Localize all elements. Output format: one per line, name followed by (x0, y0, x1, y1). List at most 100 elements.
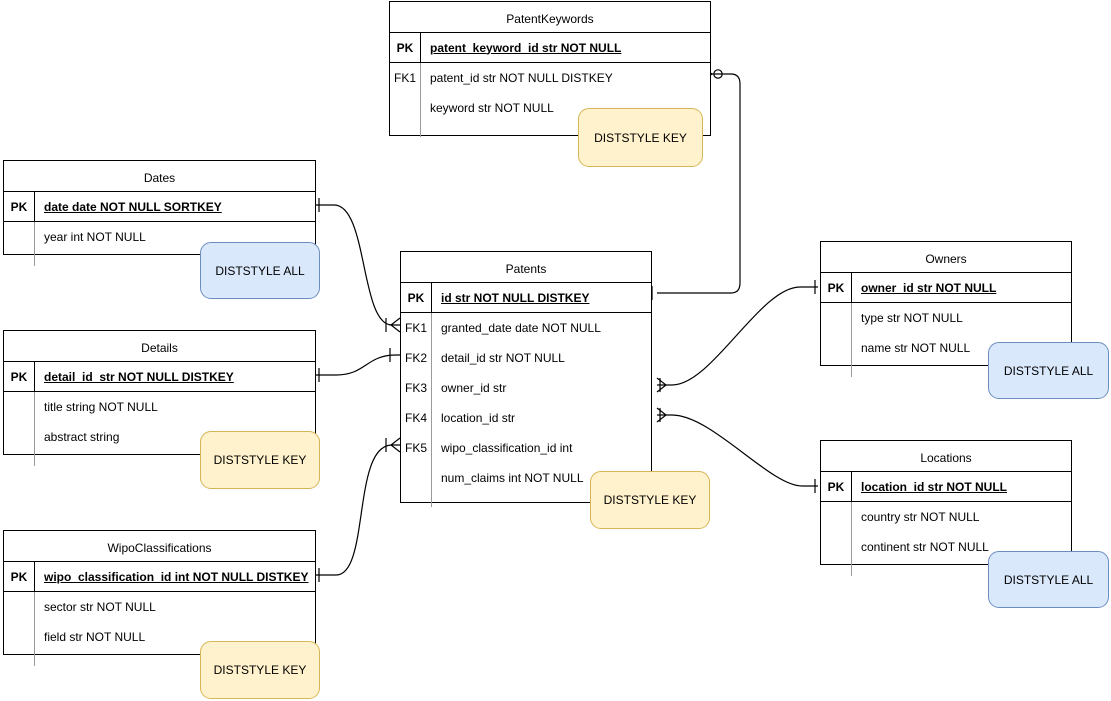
key-label: PK (4, 362, 35, 391)
entity-dates[interactable]: Dates PK date date NOT NULL SORTKEY year… (3, 160, 316, 266)
attribute-name: wipo_classification_id int (441, 441, 573, 455)
key-label: FK1 (401, 313, 432, 343)
table-row-spacer (821, 562, 1071, 576)
attribute-name: sector str NOT NULL (44, 600, 156, 614)
table-row: country str NOT NULL (821, 502, 1071, 532)
attribute-name: patent_id str NOT NULL DISTKEY (430, 71, 613, 85)
key-label (4, 222, 35, 252)
entity-wipoclassifications[interactable]: WipoClassifications PK wipo_classificati… (3, 530, 316, 666)
entity-title-patentkeywords: PatentKeywords (390, 2, 710, 33)
table-row-spacer (390, 123, 710, 137)
key-label (821, 532, 852, 562)
entity-title-dates: Dates (4, 161, 315, 192)
attribute-name: type str NOT NULL (861, 311, 963, 325)
key-column-rule (821, 363, 852, 377)
table-row: continent str NOT NULL (821, 532, 1071, 562)
table-row-spacer (821, 363, 1071, 377)
key-label: FK2 (401, 343, 432, 373)
attribute-name: country str NOT NULL (861, 510, 980, 524)
table-row: PK detail_id str NOT NULL DISTKEY (4, 362, 315, 392)
key-label (821, 333, 852, 363)
entity-title-locations: Locations (821, 441, 1071, 472)
table-row: name str NOT NULL (821, 333, 1071, 363)
key-label (4, 622, 35, 652)
badge-diststyle-patentkeywords: DISTSTYLE KEY (578, 108, 703, 167)
table-row: field str NOT NULL (4, 622, 315, 652)
entity-title-details: Details (4, 331, 315, 362)
table-row: keyword str NOT NULL (390, 93, 710, 123)
key-label: PK (821, 472, 852, 501)
table-row: PK owner_id str NOT NULL (821, 273, 1071, 303)
key-label: PK (390, 33, 421, 62)
attribute-name: owner_id str NOT NULL (861, 280, 997, 295)
attribute-name: granted_date date NOT NULL (441, 321, 601, 335)
table-row: PK id str NOT NULL DISTKEY (401, 283, 651, 313)
key-label: PK (401, 283, 432, 312)
key-label (821, 303, 852, 333)
key-column-rule (4, 452, 35, 466)
table-row: FK1 granted_date date NOT NULL (401, 313, 651, 343)
entity-patents[interactable]: Patents PK id str NOT NULL DISTKEY FK1 g… (400, 251, 652, 507)
entity-title-wipoclassifications: WipoClassifications (4, 531, 315, 562)
attribute-name: date date NOT NULL SORTKEY (44, 199, 222, 214)
key-column-rule (4, 652, 35, 666)
key-label: FK4 (401, 403, 432, 433)
table-row: PK patent_keyword_id str NOT NULL (390, 33, 710, 63)
link-wipoclassifications-to-patents (316, 437, 401, 582)
table-row: FK3 owner_id str (401, 373, 651, 403)
table-row: abstract string (4, 422, 315, 452)
entity-title-owners: Owners (821, 242, 1071, 273)
key-label (401, 463, 432, 493)
link-details-to-patents (316, 348, 400, 382)
attribute-name: owner_id str (441, 381, 507, 395)
table-row: PK wipo_classification_id int NOT NULL D… (4, 562, 315, 592)
attribute-name: abstract string (44, 430, 120, 444)
table-row-spacer (4, 252, 315, 266)
key-label: PK (4, 562, 35, 591)
key-column-rule (401, 493, 432, 507)
key-label: FK5 (401, 433, 432, 463)
table-row: PK location_id str NOT NULL (821, 472, 1071, 502)
attribute-name: keyword str NOT NULL (430, 101, 554, 115)
table-row: type str NOT NULL (821, 303, 1071, 333)
attribute-name: location_id str NOT NULL (861, 479, 1008, 494)
key-label (821, 502, 852, 532)
table-row: FK2 detail_id str NOT NULL (401, 343, 651, 373)
table-row-spacer (4, 452, 315, 466)
entity-locations[interactable]: Locations PK location_id str NOT NULL co… (820, 440, 1072, 576)
link-dates-to-patents (316, 198, 401, 333)
badge-diststyle-patents: DISTSTYLE KEY (590, 471, 710, 529)
attribute-name: id str NOT NULL DISTKEY (441, 290, 590, 305)
attribute-name: detail_id str NOT NULL (441, 351, 565, 365)
key-column-rule (4, 252, 35, 266)
attribute-name: field str NOT NULL (44, 630, 146, 644)
table-row: sector str NOT NULL (4, 592, 315, 622)
key-label (4, 592, 35, 622)
entity-details[interactable]: Details PK detail_id str NOT NULL DISTKE… (3, 330, 316, 466)
key-label: PK (821, 273, 852, 302)
table-row: num_claims int NOT NULL (401, 463, 651, 493)
table-row: title string NOT NULL (4, 392, 315, 422)
table-row: year int NOT NULL (4, 222, 315, 252)
key-label: FK3 (401, 373, 432, 403)
attribute-name: year int NOT NULL (44, 230, 146, 244)
key-label: PK (4, 192, 35, 221)
table-row: PK date date NOT NULL SORTKEY (4, 192, 315, 222)
attribute-name: patent_keyword_id str NOT NULL (430, 40, 622, 55)
attribute-name: title string NOT NULL (44, 400, 158, 414)
badge-diststyle-owners: DISTSTYLE ALL (988, 342, 1109, 399)
key-column-rule (390, 123, 421, 137)
attribute-name: name str NOT NULL (861, 341, 971, 355)
attribute-name: continent str NOT NULL (861, 540, 989, 554)
attribute-name: num_claims int NOT NULL (441, 471, 584, 485)
key-label (4, 422, 35, 452)
entity-owners[interactable]: Owners PK owner_id str NOT NULL type str… (820, 241, 1072, 377)
link-patents-to-owners (656, 280, 818, 393)
key-label (390, 93, 421, 123)
table-row-spacer (401, 493, 651, 507)
table-row: FK1 patent_id str NOT NULL DISTKEY (390, 63, 710, 93)
table-row: FK5 wipo_classification_id int (401, 433, 651, 463)
badge-diststyle-wipoclassifications: DISTSTYLE KEY (200, 641, 320, 699)
attribute-name: detail_id str NOT NULL DISTKEY (44, 369, 234, 384)
